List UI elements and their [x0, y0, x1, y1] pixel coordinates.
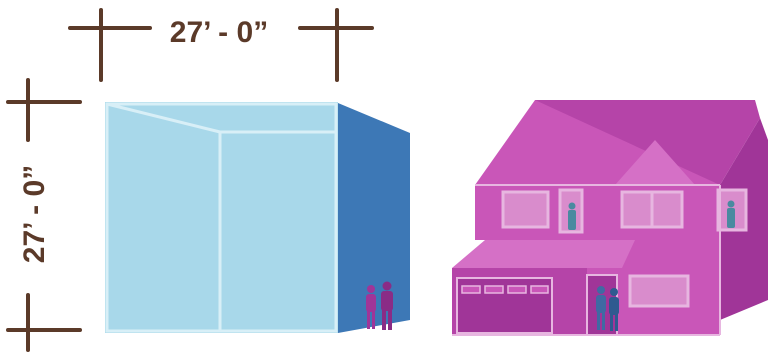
height-dimension [6, 78, 82, 352]
window-lower [628, 274, 690, 308]
width-dimension [68, 8, 374, 82]
width-dimension-label: 27’ - 0” [170, 16, 268, 49]
house-people [568, 200, 735, 331]
height-dimension-label: 27’ - 0” [18, 165, 51, 263]
people-figures [366, 281, 393, 330]
house-illustration [452, 100, 768, 336]
volume-cube [105, 102, 410, 333]
window-upper-left [501, 190, 550, 229]
